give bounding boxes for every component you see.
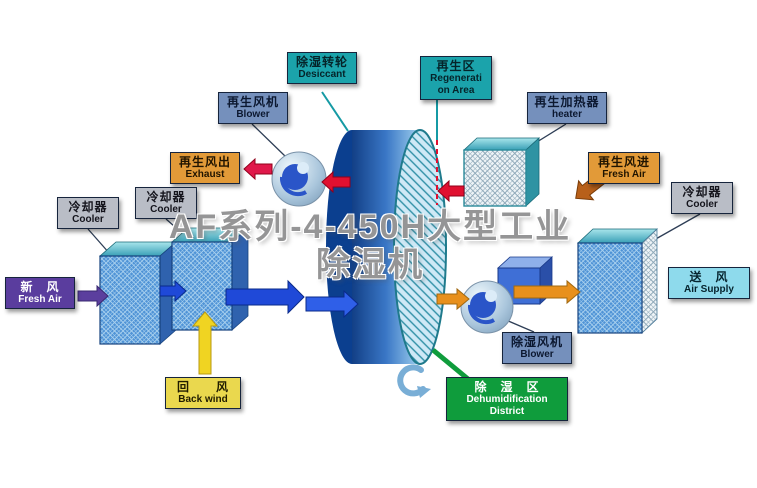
label-cooler-left-1-zh: 冷却器 bbox=[68, 200, 108, 214]
cooler-box-left-2 bbox=[170, 227, 250, 331]
cooler-box-right bbox=[576, 228, 659, 334]
label-cooler-left-2: 冷却器 Cooler bbox=[135, 187, 197, 219]
label-fresh-air: 新 风 Fresh Air bbox=[5, 277, 75, 309]
label-cooler-left-1: 冷却器 Cooler bbox=[57, 197, 119, 229]
label-regen-fresh-air-zh: 再生风进 bbox=[597, 155, 650, 169]
label-dehum-district-zh: 除 湿 区 bbox=[474, 380, 540, 394]
label-cooler-right-en: Cooler bbox=[686, 199, 718, 210]
connector-regen-blower bbox=[251, 123, 287, 158]
label-regen-heater-en: heater bbox=[551, 109, 582, 120]
arrow-heater-to-wheel bbox=[437, 179, 465, 203]
label-back-wind-zh: 回 风 bbox=[176, 380, 229, 394]
label-dehum-blower-en: Blower bbox=[520, 349, 554, 360]
label-dehum-district-en2: District bbox=[489, 406, 525, 417]
label-fresh-air-en: Fresh Air bbox=[18, 294, 62, 305]
connector-dehum-district bbox=[431, 348, 470, 381]
label-regen-blower-zh: 再生风机 bbox=[226, 95, 279, 109]
desiccant-wheel bbox=[326, 129, 447, 365]
dehum-blower-fan-icon bbox=[460, 280, 514, 334]
label-desiccant: 除湿转轮 Desiccant bbox=[287, 52, 357, 84]
label-back-wind-en: Back wind bbox=[178, 394, 228, 405]
label-desiccant-en: Desiccant bbox=[298, 69, 346, 80]
connector-cooler-right bbox=[653, 213, 701, 241]
label-cooler-left-1-en: Cooler bbox=[72, 214, 104, 225]
label-regen-heater-zh: 再生加热器 bbox=[534, 95, 600, 109]
label-regen-fresh-air-en: Fresh Air bbox=[602, 169, 646, 180]
label-regen-area: 再生区 Regenerati on Area bbox=[420, 56, 492, 100]
label-regen-exhaust: 再生风出 Exhaust bbox=[170, 152, 240, 184]
arrow-to-wheel-process bbox=[225, 279, 305, 315]
label-air-supply: 送 风 Air Supply bbox=[668, 267, 750, 299]
arrow-return-air-up bbox=[191, 311, 219, 375]
arrow-wheel-to-fan bbox=[436, 287, 470, 311]
connector-cooler-left-1 bbox=[87, 228, 111, 255]
label-regen-area-en2: on Area bbox=[437, 85, 475, 96]
regen-blower-fan-icon bbox=[271, 151, 327, 207]
label-regen-blower-en: Blower bbox=[236, 109, 270, 120]
arrow-fan-to-exhaust bbox=[243, 157, 273, 181]
arrow-fresh-air-in bbox=[77, 284, 109, 308]
label-regen-fresh-air: 再生风进 Fresh Air bbox=[588, 152, 660, 184]
label-air-supply-en: Air Supply bbox=[683, 284, 734, 295]
label-desiccant-zh: 除湿转轮 bbox=[295, 55, 348, 69]
heater-box bbox=[462, 137, 541, 207]
label-regen-exhaust-zh: 再生风出 bbox=[178, 155, 231, 169]
label-dehum-district-en1: Dehumidification bbox=[466, 394, 548, 405]
wheel-face bbox=[393, 129, 447, 365]
label-dehum-blower-zh: 除湿风机 bbox=[510, 335, 563, 349]
label-air-supply-zh: 送 风 bbox=[689, 270, 729, 284]
label-regen-blower: 再生风机 Blower bbox=[218, 92, 288, 124]
label-fresh-air-zh: 新 风 bbox=[20, 280, 60, 294]
arrow-wheel-to-regen-fan bbox=[321, 170, 351, 194]
label-cooler-right-zh: 冷却器 bbox=[682, 185, 722, 199]
arrow-into-wheel-process bbox=[305, 289, 359, 319]
connector-desiccant bbox=[321, 91, 349, 132]
label-cooler-left-2-zh: 冷却器 bbox=[146, 190, 186, 204]
label-regen-heater: 再生加热器 heater bbox=[527, 92, 607, 124]
label-regen-area-en1: Regenerati bbox=[430, 73, 482, 84]
connector-dehum-blower bbox=[505, 319, 535, 333]
label-cooler-right: 冷却器 Cooler bbox=[671, 182, 733, 214]
label-dehum-blower: 除湿风机 Blower bbox=[502, 332, 572, 364]
arrow-between-coolers bbox=[159, 279, 187, 303]
rotation-arrow-icon bbox=[397, 364, 431, 398]
label-regen-exhaust-en: Exhaust bbox=[185, 169, 225, 180]
label-dehum-district: 除 湿 区 Dehumidification District bbox=[446, 377, 568, 421]
label-back-wind: 回 风 Back wind bbox=[165, 377, 241, 409]
arrow-fan-to-cooler bbox=[513, 279, 581, 305]
label-regen-area-zh: 再生区 bbox=[436, 59, 476, 73]
label-cooler-left-2-en: Cooler bbox=[150, 204, 182, 215]
